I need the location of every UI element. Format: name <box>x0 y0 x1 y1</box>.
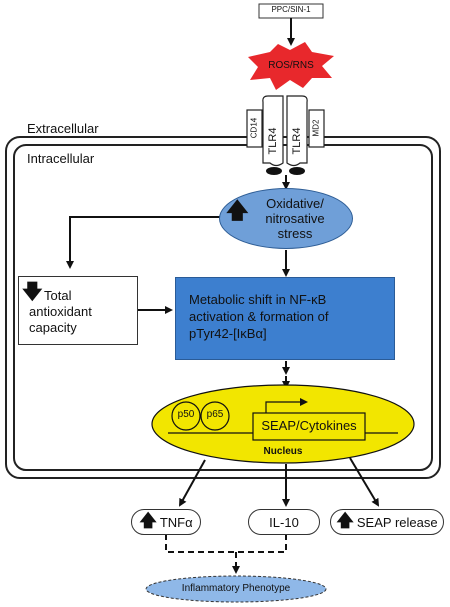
ros-star-shape <box>248 42 334 90</box>
extracellular-label: Extracellular <box>27 121 99 136</box>
seap-output: 🡅 SEAP release <box>330 509 444 535</box>
stress-text: Oxidative/ nitrosative stress <box>247 196 324 241</box>
antioxidant-line2: antioxidant <box>29 304 92 319</box>
tir-domain-left <box>266 167 282 175</box>
arrow-up-icon: 🡅 <box>336 510 354 530</box>
cd14-receptor <box>246 109 263 148</box>
p50-subunit <box>171 401 201 431</box>
ros-rns-label: ROS/RNS <box>268 60 314 71</box>
il10-output: IL-10 <box>248 509 320 535</box>
arrow-down-icon: 🡇 <box>22 281 43 303</box>
antioxidant-box <box>18 276 138 345</box>
intracellular-label: Intracellular <box>27 151 95 166</box>
phenotype-shape <box>145 575 327 603</box>
metabolic-box <box>175 277 395 360</box>
metabolic-line3: pTyr42-[IκBα] <box>189 326 267 341</box>
tlr4-right-receptor <box>286 95 308 167</box>
antioxidant-line1: Total <box>44 288 72 303</box>
tlr4-right-label: TLR4 <box>291 127 303 155</box>
dashed-tnf-link <box>165 534 286 553</box>
il10-label: IL-10 <box>269 514 299 530</box>
nucleus-label: Nucleus <box>263 446 303 457</box>
p65-label: p65 <box>206 409 224 420</box>
metabolic-line2: activation & formation of <box>189 309 329 324</box>
cd14-label: CD14 <box>249 117 259 139</box>
tnf-label: TNFα <box>159 514 193 530</box>
gene-label: SEAP/Cytokines <box>261 418 357 433</box>
transcription-arrow <box>265 398 308 413</box>
arrow-up-icon: 🡅 <box>139 510 157 530</box>
p50-label: p50 <box>177 409 195 420</box>
stress-line2: nitrosative <box>265 211 325 226</box>
md2-label: MD2 <box>311 119 321 137</box>
tnf-output: 🡅 TNFα <box>131 509 201 535</box>
antioxidant-line3: capacity <box>29 320 77 335</box>
seap-label: SEAP release <box>356 514 438 530</box>
tir-domain-right <box>289 167 305 175</box>
phenotype-label: Inflammatory Phenotype <box>181 583 291 594</box>
md2-receptor <box>308 109 325 148</box>
tlr4-left-receptor <box>262 95 284 167</box>
cell-membrane-inner <box>13 144 433 471</box>
arrow-up-icon: 🡅 <box>226 198 249 223</box>
tlr4-left-label: TLR4 <box>267 127 279 155</box>
arrow-stress-antioxidant <box>66 216 220 269</box>
arrow-nucleus-tnf <box>179 459 206 507</box>
stress-line3: stress <box>277 226 313 241</box>
stress-node: Oxidative/ nitrosative stress <box>219 188 353 249</box>
cell-membrane-outer <box>5 136 441 479</box>
trigger-label: PPC/SIN-1 <box>271 5 311 14</box>
stress-line1: Oxidative/ <box>266 196 324 211</box>
metabolic-line1: Metabolic shift in NF-κB <box>189 292 327 307</box>
gene-box <box>252 412 366 441</box>
p65-subunit <box>200 401 230 431</box>
arrow-nucleus-seap <box>349 457 380 507</box>
